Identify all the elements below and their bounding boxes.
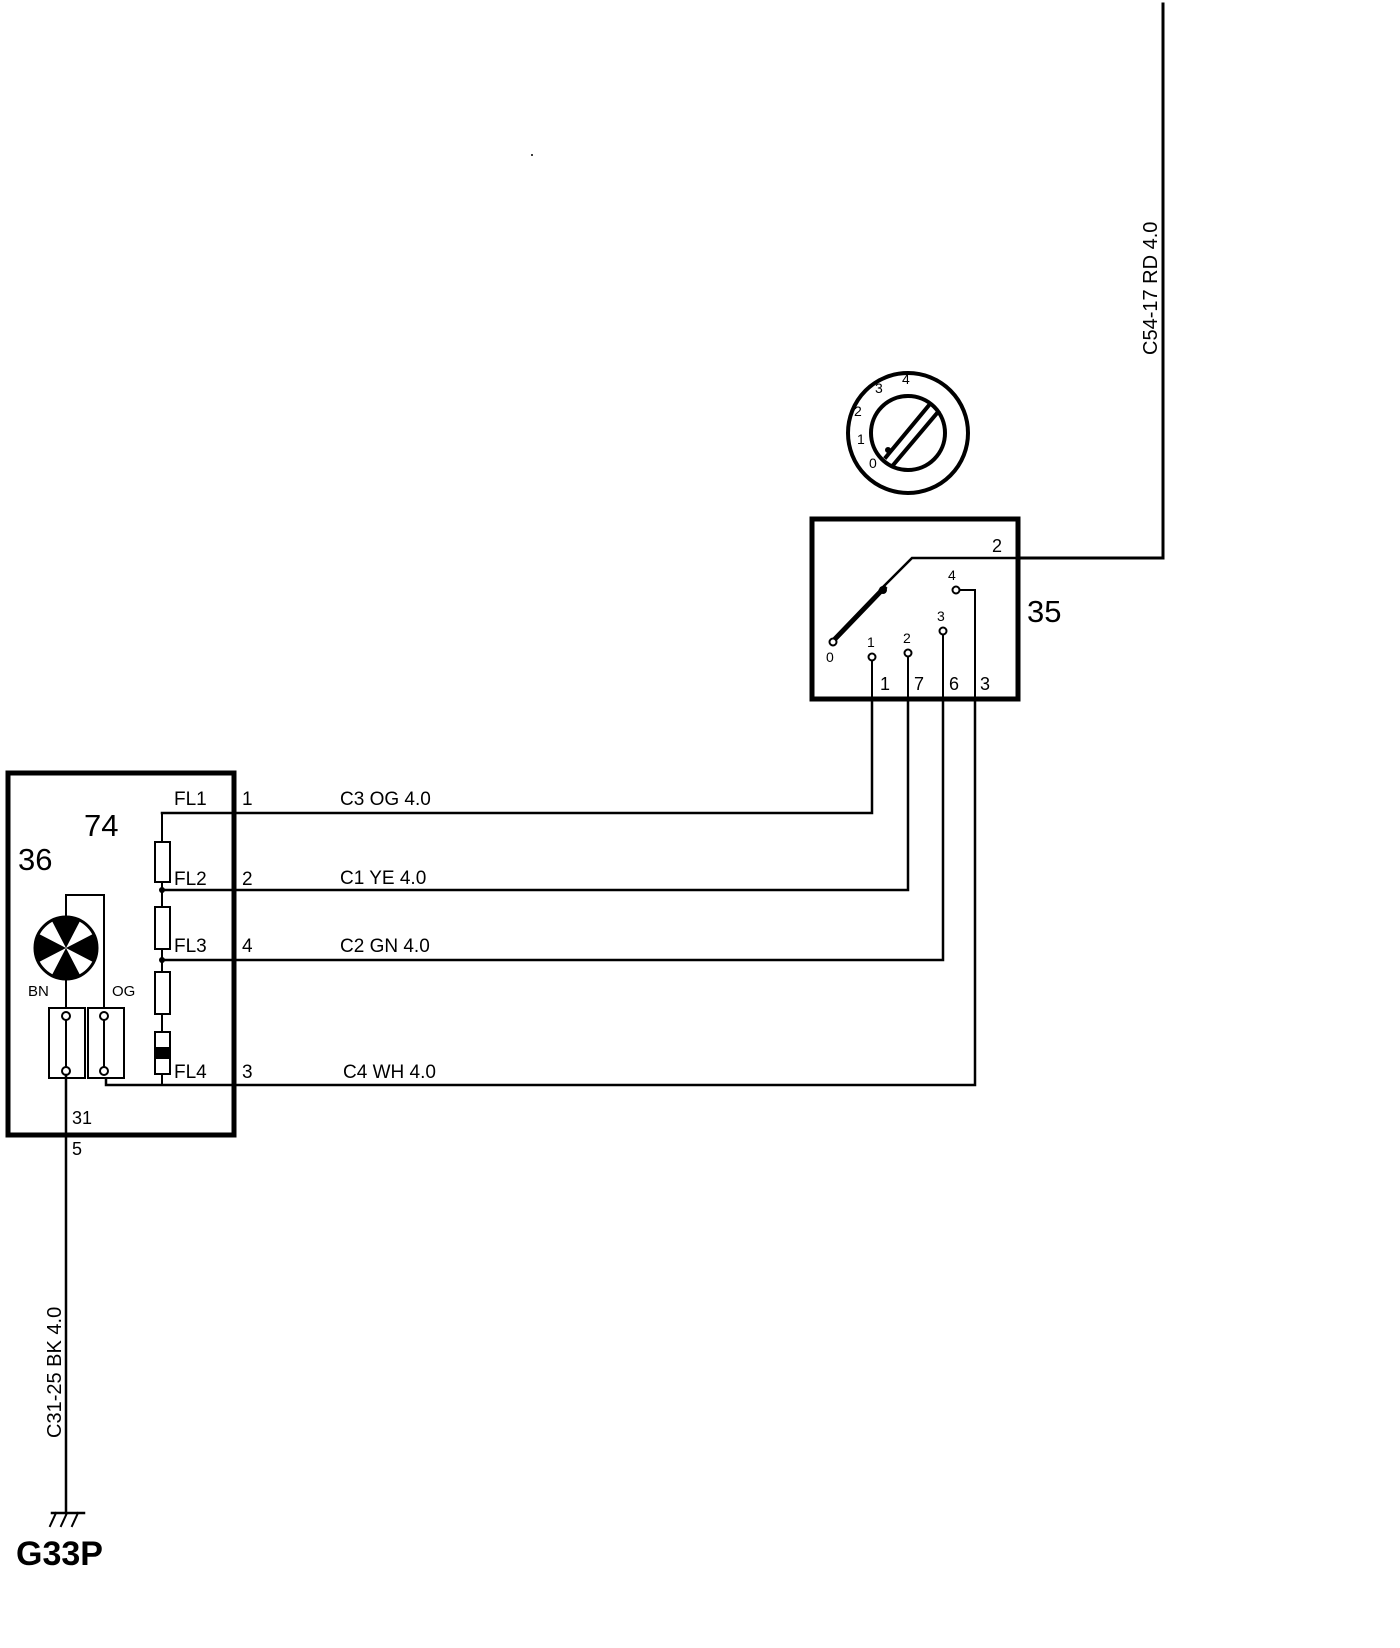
motor-og-lead <box>65 894 105 1011</box>
switch-wiper <box>830 584 888 644</box>
fan-switch: 35 2 0 1 2 3 4 1 7 6 3 <box>809 516 1061 702</box>
knob-label-1: 1 <box>857 431 865 447</box>
tap-fl4: FL4 <box>174 1062 207 1083</box>
wire-c3 <box>160 697 874 815</box>
contact-label-1: 1 <box>867 634 875 650</box>
contact-label-2: 2 <box>903 630 911 646</box>
switch-knob-indicator: 0 1 2 3 4 <box>846 371 970 495</box>
ground-terminal-outside: 5 <box>72 1139 82 1159</box>
resistor-pack-number: 74 <box>84 808 118 843</box>
supply-wire-label: C54-17 RD 4.0 <box>1140 222 1162 355</box>
ground-point-label: G33P <box>16 1535 103 1573</box>
fan-module-number: 36 <box>18 842 52 877</box>
module-pin-2: 2 <box>242 869 253 890</box>
knob-label-3: 3 <box>875 380 883 396</box>
motor-connector <box>48 1007 125 1079</box>
resistor-2 <box>154 906 171 950</box>
tap-fl2: FL2 <box>174 869 207 890</box>
wire-c1-label: C1 YE 4.0 <box>340 868 426 889</box>
wire-c2-label: C2 GN 4.0 <box>340 936 430 957</box>
contact-0 <box>828 637 838 647</box>
switch-common-terminal: 2 <box>992 536 1002 556</box>
fan-module: 74 36 FL1 FL2 FL3 FL4 1 2 4 3 B <box>5 770 253 1138</box>
switch-terminal-3: 3 <box>980 674 990 694</box>
tap-fl3: FL3 <box>174 936 207 957</box>
contact-4-lead <box>959 589 976 700</box>
wire-c3-label: C3 OG 4.0 <box>340 789 431 810</box>
contact-1 <box>867 652 877 662</box>
contact-label-3: 3 <box>937 608 945 624</box>
contact-label-4: 4 <box>948 567 956 583</box>
resistor-1 <box>154 841 171 883</box>
supply-wire <box>1016 2 1165 560</box>
knob-label-0: 0 <box>869 455 877 471</box>
switch-terminal-1: 1 <box>880 674 890 694</box>
stray-dot <box>531 154 533 156</box>
ground-wire-label: C31-25 BK 4.0 <box>44 1307 66 1438</box>
switch-terminal-7: 7 <box>914 674 924 694</box>
contact-label-0: 0 <box>826 649 834 665</box>
tap-fl1: FL1 <box>174 789 207 810</box>
module-pin-3: 3 <box>242 1062 253 1083</box>
fan-motor-icon <box>33 915 99 981</box>
contact-3 <box>938 626 948 636</box>
switch-terminal-6: 6 <box>949 674 959 694</box>
motor-wire-bn: BN <box>28 983 49 1000</box>
motor-wire-og: OG <box>112 983 135 1000</box>
ground-icon <box>48 1511 86 1528</box>
wire-c4-label: C4 WH 4.0 <box>343 1062 436 1083</box>
wire-c1 <box>160 697 910 892</box>
contact-4 <box>951 585 961 595</box>
wire-c2 <box>160 697 945 962</box>
resistor-3 <box>154 971 171 1015</box>
knob-label-4: 4 <box>902 371 910 387</box>
switch-common-line <box>878 556 1020 592</box>
module-pin-1: 1 <box>242 789 253 810</box>
module-pin-4: 4 <box>242 936 253 957</box>
contact-2 <box>903 648 913 658</box>
fan-switch-number: 35 <box>1027 594 1061 629</box>
knob-label-2: 2 <box>854 403 862 419</box>
ground-terminal-inside: 31 <box>72 1108 92 1128</box>
